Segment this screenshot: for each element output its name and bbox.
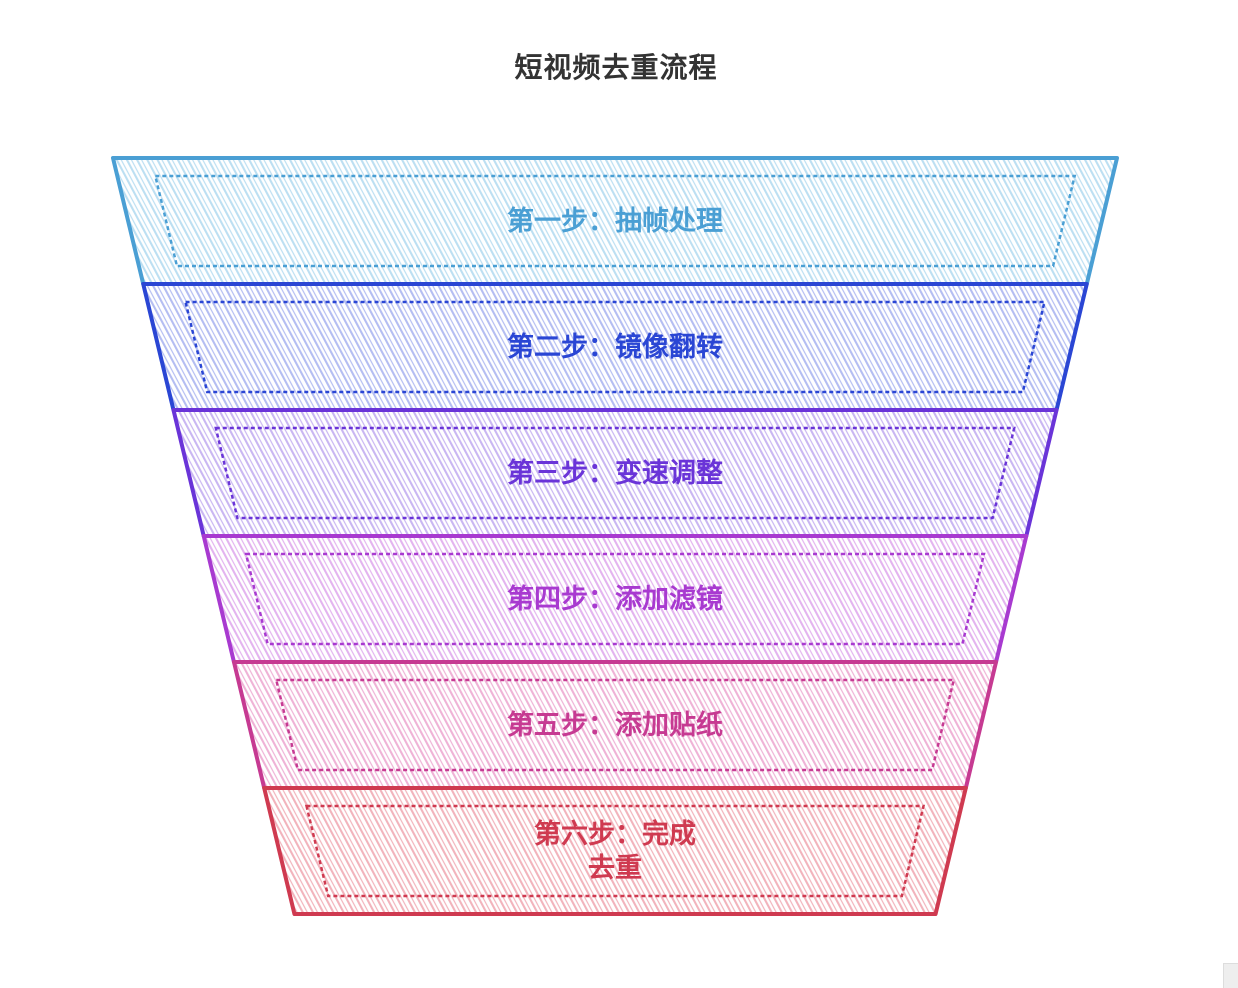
funnel-stage-1: 第一步：抽帧处理 (111, 156, 1119, 286)
funnel-stage-inner-outline (153, 174, 1077, 268)
funnel-stage-label: 第三步：变速调整 (507, 457, 723, 489)
funnel-stage-5: 第五步：添加贴纸 (231, 660, 999, 790)
funnel-stage-label: 第四步：添加滤镜 (507, 583, 723, 615)
funnel-stage-label: 第五步：添加贴纸 (507, 709, 723, 741)
funnel-stage-3: 第三步：变速调整 (171, 408, 1059, 538)
funnel-stage-label: 去重 (588, 853, 642, 884)
funnel-stage-2: 第二步：镜像翻转 (141, 282, 1089, 412)
funnel-stage-inner-outline (274, 678, 956, 772)
scroll-corner (1223, 963, 1238, 988)
diagram-title: 短视频去重流程 (514, 51, 718, 84)
funnel-stage-inner-outline (214, 426, 1016, 520)
funnel-stage-label: 第一步：抽帧处理 (507, 205, 723, 237)
funnel-stage-inner-outline (244, 552, 986, 646)
funnel-stage-4: 第四步：添加滤镜 (201, 534, 1029, 664)
funnel-stage-label: 第二步：镜像翻转 (507, 331, 723, 363)
funnel-stage-shape (262, 786, 968, 916)
funnel-stage-inner-outline (304, 804, 926, 898)
funnel-stage-label: 第六步：完成 (534, 818, 696, 850)
